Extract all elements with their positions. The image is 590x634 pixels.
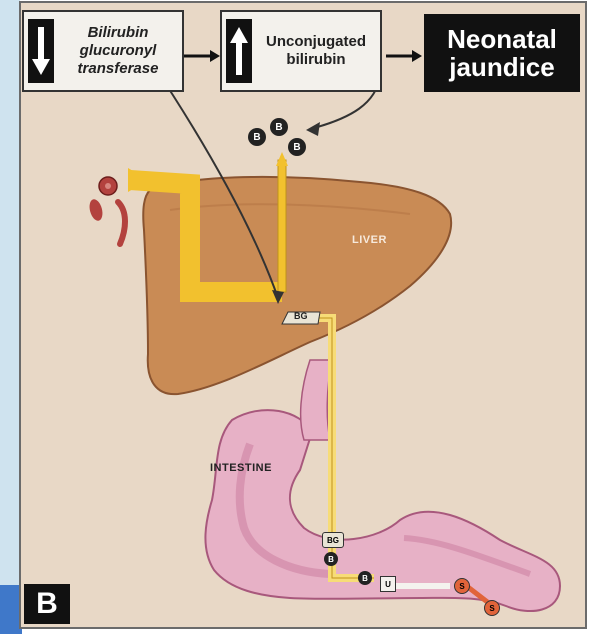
intestine-label: INTESTINE <box>210 462 272 474</box>
down-arrow-tile <box>28 19 54 83</box>
bilirubin-molecule: B <box>248 128 266 146</box>
bilirubin-molecule: B <box>288 138 306 156</box>
stercobilin-molecule: S <box>484 600 500 616</box>
bilirubin-molecule: B <box>270 118 288 136</box>
panel-letter: B <box>24 584 70 624</box>
bilirubin-upflow <box>278 160 286 292</box>
left-blue-corner <box>0 585 22 634</box>
bilirubin-molecule: B <box>358 571 372 585</box>
unconjugated-box: Unconjugated bilirubin <box>220 10 382 92</box>
molecule-label: U <box>385 580 391 589</box>
red-blood-cell-center <box>105 183 111 189</box>
bg-molecule: BG <box>322 532 344 548</box>
bg-label: BG <box>294 311 308 321</box>
stercobilin-molecule: S <box>454 578 470 594</box>
liver-label: LIVER <box>352 234 387 246</box>
enzyme-label: Bilirubin glucuronyl transferase <box>54 24 182 78</box>
neonatal-jaundice-label: Neonatal jaundice <box>447 25 557 81</box>
molecule-label: S <box>489 604 494 613</box>
down-arrow-icon <box>32 25 50 77</box>
enzyme-box: Bilirubin glucuronyl transferase <box>22 10 184 92</box>
molecule-label: B <box>275 122 282 133</box>
up-arrow-tile <box>226 19 252 83</box>
molecule-label: B <box>328 555 334 564</box>
bilirubin-molecule: B <box>324 552 338 566</box>
molecule-label: B <box>362 574 368 583</box>
molecule-label: B <box>293 142 300 153</box>
urobilinogen-molecule: U <box>380 576 396 592</box>
molecule-label: S <box>459 582 464 591</box>
molecule-label: B <box>253 132 260 143</box>
up-arrow-icon <box>230 25 248 77</box>
molecule-label: BG <box>327 536 339 545</box>
neonatal-jaundice-box: Neonatal jaundice <box>424 14 580 92</box>
left-background-strip <box>0 0 20 634</box>
unconjugated-label: Unconjugated bilirubin <box>252 33 380 69</box>
